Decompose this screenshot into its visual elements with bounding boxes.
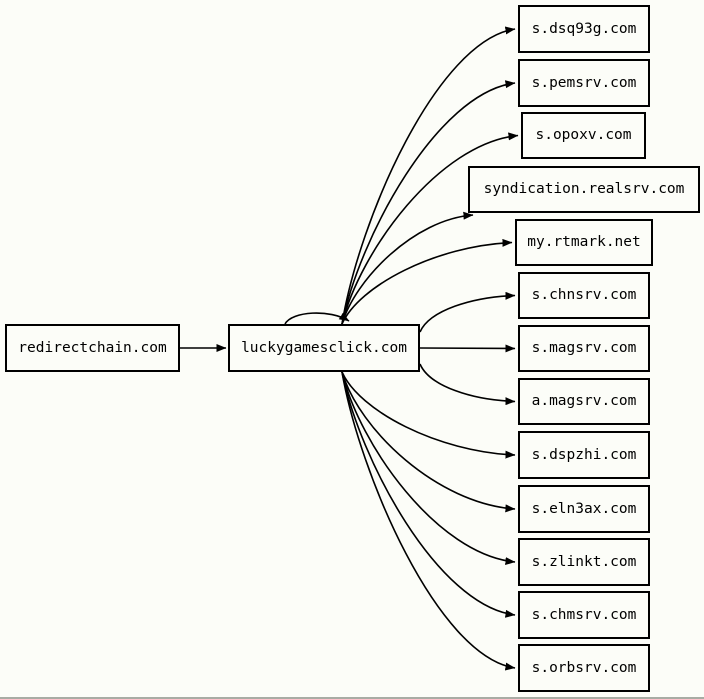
node-s-pemsrv-com[interactable]: s.pemsrv.com <box>518 59 650 107</box>
node-label: redirectchain.com <box>18 339 167 356</box>
edge-arrow <box>341 371 516 513</box>
node-a-magsrv-com[interactable]: a.magsrv.com <box>518 378 650 425</box>
node-s-magsrv-com[interactable]: s.magsrv.com <box>518 325 650 372</box>
node-s-opoxv-com[interactable]: s.opoxv.com <box>521 112 646 159</box>
node-label: s.opoxv.com <box>535 127 632 144</box>
edge-arrow <box>341 371 516 566</box>
node-s-eln3ax-com[interactable]: s.eln3ax.com <box>518 485 650 533</box>
node-label: s.orbsrv.com <box>531 659 637 676</box>
node-label: s.chmsrv.com <box>531 606 637 623</box>
node-syndication-realsrv-com[interactable]: syndication.realsrv.com <box>468 166 700 213</box>
edge-arrow <box>284 312 350 325</box>
node-s-dsq93g-com[interactable]: s.dsq93g.com <box>518 5 650 53</box>
node-label: luckygamesclick.com <box>241 339 407 356</box>
edge-arrow <box>341 132 519 325</box>
edge-arrow <box>419 344 516 353</box>
node-label: s.chnsrv.com <box>531 287 637 304</box>
node-label: s.magsrv.com <box>531 340 637 357</box>
node-label: a.magsrv.com <box>531 393 637 410</box>
node-label: s.dspzhi.com <box>531 446 637 463</box>
node-label: s.eln3ax.com <box>531 500 637 517</box>
node-s-chmsrv-com[interactable]: s.chmsrv.com <box>518 591 650 639</box>
node-luckygamesclick-com[interactable]: luckygamesclick.com <box>228 324 420 372</box>
edge-arrow <box>341 371 516 618</box>
edge-arrow <box>341 211 474 325</box>
edge-arrow <box>419 291 516 333</box>
node-s-zlinkt-com[interactable]: s.zlinkt.com <box>518 538 650 586</box>
node-label: s.pemsrv.com <box>531 74 637 91</box>
node-label: s.dsq93g.com <box>531 20 637 37</box>
node-s-dspzhi-com[interactable]: s.dspzhi.com <box>518 431 650 479</box>
node-label: s.zlinkt.com <box>531 553 637 570</box>
node-label: syndication.realsrv.com <box>483 181 685 198</box>
node-s-orbsrv-com[interactable]: s.orbsrv.com <box>518 644 650 692</box>
edge-arrow <box>341 238 513 325</box>
edge-arrow <box>341 371 516 459</box>
edge-arrow <box>419 363 516 406</box>
edge-arrow <box>341 371 516 671</box>
node-label: my.rtmark.net <box>527 234 641 251</box>
node-redirectchain-com[interactable]: redirectchain.com <box>5 324 180 372</box>
node-my-rtmark-net[interactable]: my.rtmark.net <box>515 219 653 266</box>
node-s-chnsrv-com[interactable]: s.chnsrv.com <box>518 272 650 319</box>
